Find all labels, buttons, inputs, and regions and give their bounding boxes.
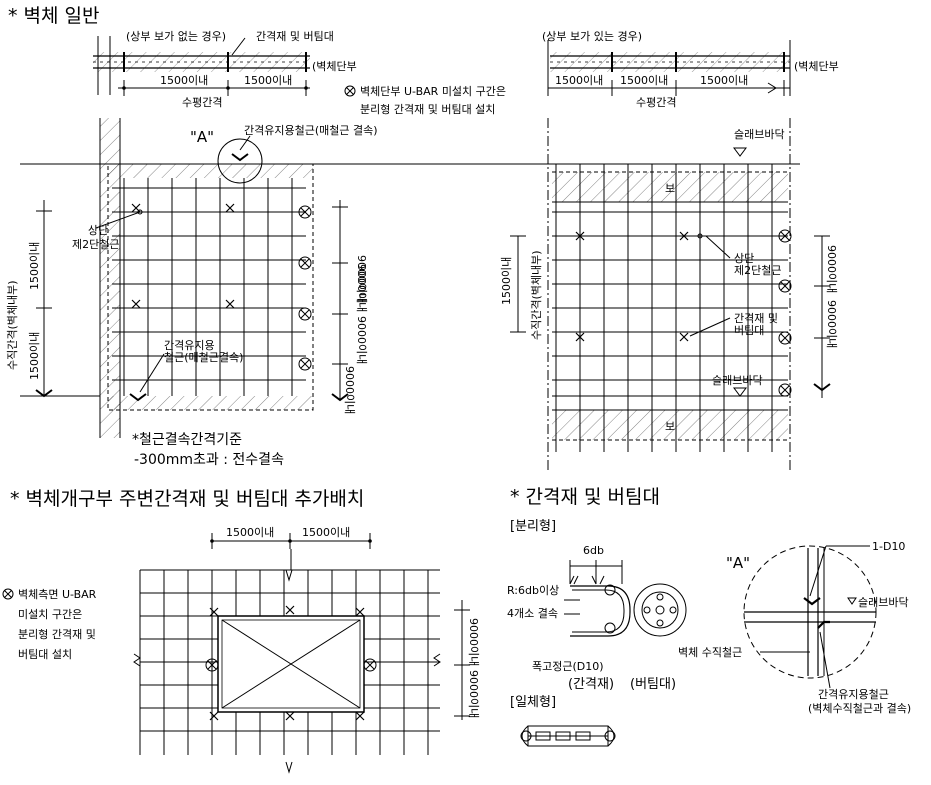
label-spacer-right-1: 간격재 및 [734,312,778,325]
label-brace: (버팀대) [630,677,676,692]
plan-top-left [93,36,310,96]
elevation-right [460,118,831,472]
dim-1500-c: 1500이내 [555,74,603,87]
dim-1500-d: 1500이내 [620,74,668,87]
ubar-note-line1: 벽체단부 U-BAR 미설치 구간은 [360,85,506,98]
ubar-note-line2: 분리형 간격재 및 버팀대 설치 [360,103,495,116]
leader-spacer-brace: 간격재 및 버팀대 [256,30,334,43]
opening-note-2: 미설치 구간은 [18,608,82,621]
note-with-beam: (상부 보가 있는 경우) [542,30,642,43]
detail-a-label-left: "A" [190,128,214,146]
plan-top-right [547,40,791,96]
label-beam-top: 보 [665,182,675,195]
dim-opening-1500-b: 1500이내 [302,526,350,539]
dim-v-1500-a: 1500이내 [28,242,41,290]
label-beam-bottom: 보 [665,420,675,433]
label-keep-bar-top: 간격유지용철근(매철근 결속) [244,124,378,137]
label-tie-criteria-2: -300mm초과 : 전수결속 [134,452,284,468]
dim-r-9000-b: 9000이내 [355,264,368,312]
label-keep-bar-detail: 간격유지용철근 [818,688,889,701]
label-horizontal-spacing-right: 수평간격 [636,96,676,109]
dim-v-1500-right: 1500이내 [500,257,513,305]
dim-opening-1500-a: 1500이내 [226,526,274,539]
dim-r-9000-right-b: 9000이내 [825,300,838,348]
label-horizontal-spacing-left: 수평간격 [182,96,222,109]
integral-spacer-drawing [520,725,616,747]
label-width-bar: 폭고정근(D10) [532,660,604,673]
note-no-beam: (상부 보가 없는 경우) [126,30,226,43]
label-six-db: 6db [583,544,604,557]
dim-opening-9000-a: 9000이내 [467,618,480,666]
detail-a-label-right: "A" [726,554,750,572]
dim-1500-b: 1500이내 [244,74,292,87]
label-wall-vert-bar: 벽체 수직철근 [678,646,742,659]
label-keep-bar-bottom-2: 철근(매철근결속) [164,351,243,364]
label-1-d10: 1-D10 [872,540,905,553]
label-spacer: (간격재) [568,677,614,692]
label-keep-bar-bottom-1: 간격유지용 [164,339,215,352]
dim-r-9000-right-a: 9000이내 [825,245,838,293]
opening-note-4: 버팀대 설치 [18,648,72,661]
dim-1500-a: 1500이내 [160,74,208,87]
section-title-spacer-brace: * 간격재 및 버팀대 [510,486,660,508]
label-wall-end-right: (벽체단부 [794,60,839,73]
ubar-side-symbol-icon [2,588,14,600]
dim-1500-e: 1500이내 [700,74,748,87]
dim-r-9000-a: 9000이내 [355,255,368,303]
label-vertical-spacing-left: 수직간격(벽체내부) [6,280,19,370]
label-wall-end-left: (벽체단부 [312,60,357,73]
label-slab-detail: 슬래브바닥 [858,596,909,609]
section-title-opening: * 벽체개구부 주변간격재 및 버팀대 추가배치 [10,488,364,510]
opening-note-3: 분리형 간격재 및 [18,628,96,641]
elevation-left [20,118,500,438]
label-slab-floor-right: 슬래브바닥 [734,128,785,141]
label-radius: R:6db이상 [507,584,559,597]
label-keep-bar-detail-2: (벽체수직철근과 결속) [808,702,911,715]
label-separate-type: [분리형] [510,519,556,534]
dim-r-9000-d: 9000이내 [343,366,356,414]
spacer-detail-drawing [564,560,687,637]
label-second-tier: 제2단철근 [72,238,119,251]
opening-drawing [133,533,470,774]
label-tie-criteria: *철근결속간격기준 [132,432,242,448]
dim-opening-9000-b: 9000이내 [467,670,480,718]
opening-note-1: 벽체측면 U-BAR [18,588,97,601]
label-integral-type: [일체형] [510,695,556,710]
label-vertical-spacing-right: 수직간격(벽체내부) [530,250,543,340]
label-slab-floor-right-2: 슬래브바닥 [712,374,763,387]
label-top-tier: 상단 [88,224,108,237]
dim-r-9000-c: 9000이내 [355,316,368,364]
label-second-tier-right: 제2단철근 [734,264,781,277]
label-spacer-right-2: 버팀대 [734,324,764,337]
label-top-tier-right: 상단 [734,252,754,265]
ubar-symbol-icon [344,85,356,97]
label-four-ties: 4개소 결속 [507,607,558,620]
section-title-wall-general: * 벽체 일반 [8,5,100,27]
detail-a-drawing [743,545,877,689]
dim-v-1500-b: 1500이내 [28,332,41,380]
